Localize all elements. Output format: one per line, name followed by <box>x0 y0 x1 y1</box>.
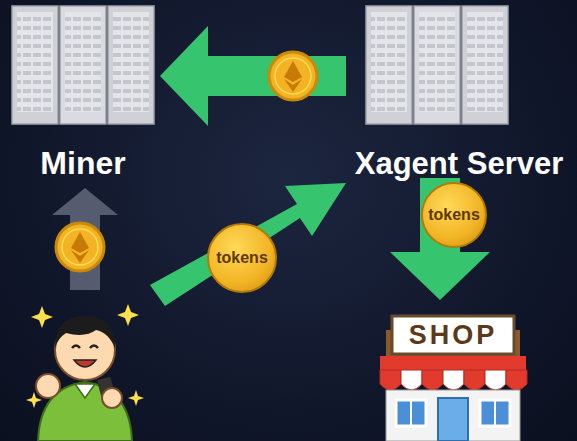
flow-arrow <box>390 178 490 300</box>
flow-arrow <box>160 26 346 126</box>
node-label: SHOP <box>409 320 498 351</box>
miner-server <box>12 6 154 124</box>
ether-coin <box>56 223 104 271</box>
token-coin: tokens <box>207 223 277 293</box>
person-figure <box>36 316 132 441</box>
grey-arrow <box>52 188 118 290</box>
ether-coin <box>269 52 317 100</box>
xagent-server-rack <box>366 6 508 124</box>
token-coin: tokens <box>421 182 487 248</box>
shop-node: SHOP <box>380 300 526 441</box>
server-node: Xagent Server <box>346 4 572 186</box>
server-node: Miner <box>8 4 158 186</box>
sparkles <box>26 304 144 408</box>
shop-building <box>380 316 527 441</box>
node-label: Xagent Server <box>355 146 564 182</box>
green-arrow <box>150 183 346 306</box>
node-label: Miner <box>40 145 125 182</box>
